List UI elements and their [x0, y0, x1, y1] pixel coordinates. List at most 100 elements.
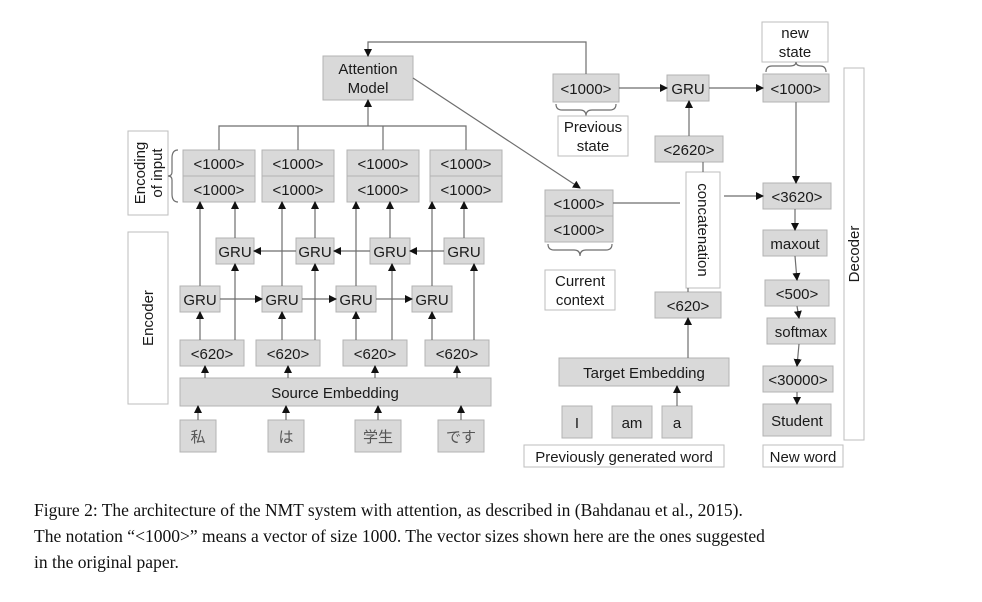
gru-label: GRU: [298, 244, 331, 261]
annotation-4-fwd: <1000>: [441, 156, 492, 173]
maxout-label: maxout: [770, 236, 820, 253]
encoder-text: Encoder: [140, 290, 157, 346]
target-embedding-text: Target Embedding: [583, 365, 705, 382]
token-text: a: [673, 415, 682, 432]
gru-label: GRU: [415, 292, 448, 309]
annotation-column-3: <1000> <1000>: [346, 149, 420, 203]
gru-label: GRU: [265, 292, 298, 309]
output-word-box: Student: [762, 403, 832, 437]
vec-2620: <2620>: [654, 135, 724, 163]
token-text: です: [446, 428, 476, 446]
source-token-1: 私: [179, 419, 217, 453]
token-text: 学生: [363, 428, 393, 446]
vec-620-label: <620>: [267, 346, 310, 363]
backward-gru-2: GRU: [295, 237, 335, 265]
source-token-4: です: [437, 419, 485, 453]
vec-3620-label: <3620>: [772, 189, 823, 206]
decoder-label: Decoder: [843, 67, 865, 441]
backward-gru-1: GRU: [215, 237, 255, 265]
source-token-2: は: [267, 419, 305, 453]
annotation-1-fwd: <1000>: [194, 156, 245, 173]
new-state-brace: [765, 61, 827, 73]
new-word-text: New word: [770, 449, 837, 466]
encoder-arrows: [194, 201, 478, 420]
source-embedding-text: Source Embedding: [271, 385, 399, 402]
gru-label: GRU: [183, 292, 216, 309]
target-vec-620: <620>: [654, 291, 722, 319]
token-text: 私: [190, 428, 205, 446]
gru-label: GRU: [373, 244, 406, 261]
forward-gru-2: GRU: [261, 285, 303, 313]
target-token-2: am: [611, 405, 653, 439]
forward-gru-1: GRU: [179, 285, 221, 313]
vec-1000-label: <1000>: [771, 81, 822, 98]
current-context-label: Current context: [544, 269, 616, 311]
maxout-box: maxout: [762, 229, 828, 257]
vec-620-label: <620>: [354, 346, 397, 363]
vec-620-label: <620>: [667, 298, 710, 315]
annotation-3-bwd: <1000>: [358, 182, 409, 199]
caption-line-3: in the original paper.: [34, 552, 179, 572]
backward-gru-4: GRU: [443, 237, 485, 265]
annotation-column-1: <1000> <1000>: [182, 149, 256, 203]
token-text: I: [575, 415, 579, 432]
decoder-text: Decoder: [846, 226, 863, 283]
vec-500: <500>: [764, 279, 830, 307]
context-fwd-label: <1000>: [554, 196, 605, 213]
attention-model-box: Attention Model: [322, 55, 414, 101]
annotation-2-bwd: <1000>: [273, 182, 324, 199]
context-vector: <1000> <1000>: [544, 189, 614, 243]
annotation-column-2: <1000> <1000>: [261, 149, 335, 203]
new-state-line1: new: [781, 25, 809, 42]
annotation-3-fwd: <1000>: [358, 156, 409, 173]
vec-620-label: <620>: [191, 346, 234, 363]
token-text: am: [622, 415, 643, 432]
source-token-3: 学生: [354, 419, 402, 453]
vec-30000: <30000>: [762, 365, 834, 393]
vec-30000-label: <30000>: [768, 372, 827, 389]
new-state-line2: state: [779, 44, 812, 61]
backward-gru-3: GRU: [369, 237, 411, 265]
context-brace: [547, 243, 613, 257]
softmax-box: softmax: [766, 317, 836, 345]
encoding-brace: [167, 149, 179, 203]
concatenation-text: concatenation: [694, 183, 711, 276]
gru-label: GRU: [339, 292, 372, 309]
annotation-bus: [218, 125, 467, 150]
attention-model-line2: Model: [348, 80, 389, 97]
decoder-gru: GRU: [666, 74, 710, 102]
new-word-label: New word: [762, 444, 844, 468]
context-bwd-label: <1000>: [554, 222, 605, 239]
annotation-column-4: <1000> <1000>: [429, 149, 503, 203]
encoding-of-input-label: Encodingof input: [127, 130, 169, 216]
annotation-1-bwd: <1000>: [194, 182, 245, 199]
gru-label: GRU: [218, 244, 251, 261]
previous-state-vector: <1000>: [552, 73, 620, 103]
caption-line-2: The notation “<1000>” means a vector of …: [34, 526, 765, 546]
target-embedding-box: Target Embedding: [558, 357, 730, 387]
source-vec-1: <620>: [179, 339, 245, 367]
new-state-vector: <1000>: [762, 73, 830, 103]
encoder-label: Encoder: [127, 231, 169, 405]
forward-gru-3: GRU: [335, 285, 377, 313]
previous-state-label: Previous state: [557, 115, 629, 157]
source-vec-3: <620>: [342, 339, 408, 367]
previous-state-line2: state: [577, 138, 610, 155]
new-state-label: new state: [761, 21, 829, 63]
vec-1000-label: <1000>: [561, 81, 612, 98]
caption-line-1: Figure 2: The architecture of the NMT sy…: [34, 500, 743, 520]
nmt-architecture-diagram: Encodingof input Encoder Decoder Attenti…: [127, 21, 865, 468]
concatenation-label: concatenation: [685, 171, 721, 289]
forward-gru-4: GRU: [411, 285, 453, 313]
annotation-2-fwd: <1000>: [273, 156, 324, 173]
current-context-line1: Current: [555, 273, 606, 290]
source-vec-4: <620>: [424, 339, 490, 367]
current-context-line2: context: [556, 292, 605, 309]
previously-generated-word-text: Previously generated word: [535, 449, 713, 466]
source-embedding-box: Source Embedding: [179, 377, 492, 407]
softmax-label: softmax: [775, 324, 828, 341]
vec-2620-label: <2620>: [664, 142, 715, 159]
vec-3620: <3620>: [762, 182, 832, 210]
annotation-4-bwd: <1000>: [441, 182, 492, 199]
token-text: は: [278, 428, 293, 446]
